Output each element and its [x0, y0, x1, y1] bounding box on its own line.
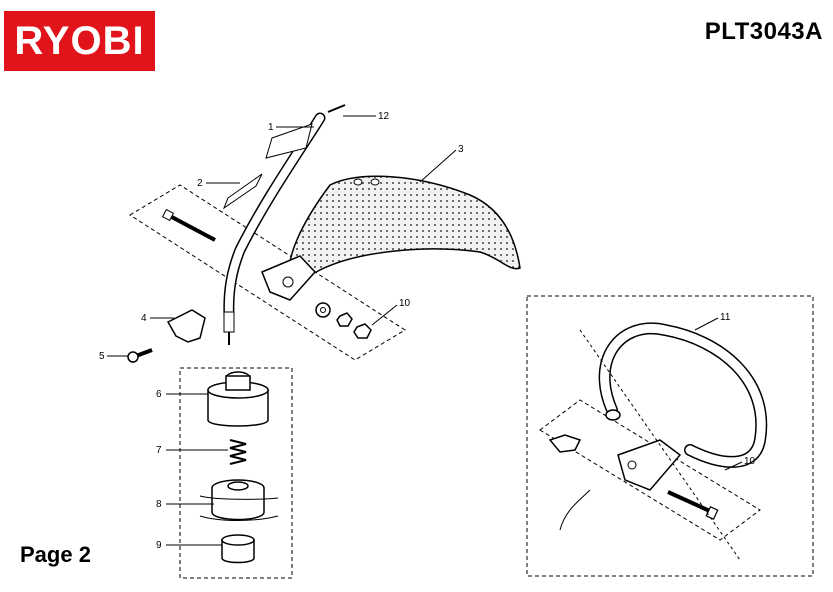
alignment-dash-line	[579, 329, 741, 561]
guard-hardware-dashed-box	[129, 184, 406, 361]
ryobi-logo: RYOBI	[4, 11, 155, 71]
clamp-hole	[627, 460, 637, 470]
callout-4: 4	[141, 313, 147, 324]
callout-10-guard: 10	[399, 298, 411, 309]
part-2-clip	[222, 173, 263, 210]
leader-3	[419, 149, 457, 183]
guard-hole-a	[353, 178, 363, 186]
housing-hub	[225, 375, 251, 391]
callout-12: 12	[378, 111, 390, 122]
part-5-screw	[135, 348, 153, 358]
callout-6: 6	[156, 389, 162, 400]
shaft-hint	[559, 489, 591, 531]
callout-8: 8	[156, 499, 162, 510]
spool-dashed-box	[179, 367, 293, 579]
part-9-knob	[221, 539, 255, 564]
washer-hole	[320, 307, 326, 313]
knob-top	[221, 534, 255, 546]
handle-hardware-dashed-box	[539, 399, 761, 541]
wing-nut	[548, 434, 582, 453]
handle-clamp	[617, 439, 682, 491]
callout-3: 3	[458, 144, 464, 155]
leader-10a	[371, 304, 398, 326]
guard-bolt	[167, 213, 216, 242]
spool-hub	[227, 481, 249, 491]
part-3-guard	[288, 175, 521, 281]
part-7-spring	[229, 439, 247, 465]
brand-text: RYOBI	[14, 19, 145, 63]
bracket-hole	[282, 276, 294, 288]
handle-bolt	[667, 490, 713, 514]
trimmer-line-a	[199, 495, 279, 500]
part-4-bracket	[166, 309, 206, 343]
part-8-spool	[211, 488, 265, 521]
shaft-end	[223, 311, 235, 333]
shaft-tip-12	[327, 104, 346, 113]
handle-inset-box	[526, 295, 814, 577]
callout-9: 9	[156, 540, 162, 551]
nut-a	[336, 312, 353, 327]
model-number: PLT3043A	[704, 18, 823, 45]
leader-11	[694, 317, 719, 331]
part-11-handle	[600, 324, 766, 467]
page-label: Page 2	[20, 542, 91, 567]
callout-11: 11	[720, 312, 731, 323]
leader-10b	[724, 461, 743, 471]
callout-2: 2	[197, 178, 203, 189]
nut-b	[353, 323, 372, 339]
guard-bolt-head	[161, 208, 175, 222]
callout-1: 1	[268, 122, 274, 133]
callout-7: 7	[156, 445, 162, 456]
callout-10-handle: 10	[744, 456, 756, 467]
handle-end	[605, 409, 621, 421]
part-11-handle-outline	[598, 322, 768, 468]
part-1-sleeve	[265, 123, 313, 159]
part-6-housing	[207, 389, 269, 427]
trimmer-line-b	[199, 515, 279, 521]
part-5-screw-head	[127, 351, 139, 363]
callout-5: 5	[99, 351, 105, 362]
guard-hole-b	[370, 178, 380, 186]
